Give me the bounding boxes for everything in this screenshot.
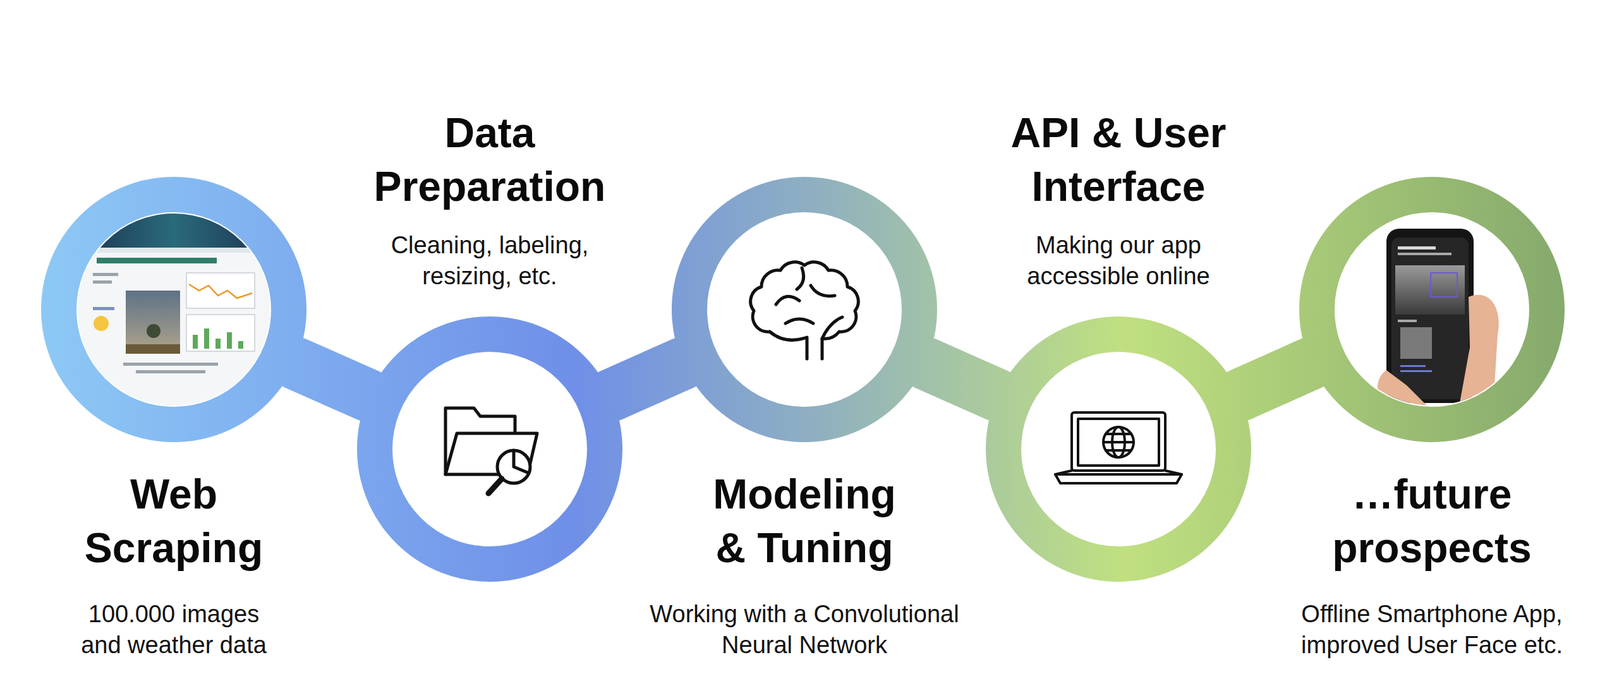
band-connector	[1239, 363, 1311, 395]
screen-line	[1400, 370, 1432, 373]
ring	[374, 334, 605, 565]
process-circle: Web Scraping100.000 images and weather d…	[41, 176, 307, 443]
step-heading: …future prospects	[1299, 467, 1565, 576]
text-line	[92, 307, 115, 311]
chart-bar	[215, 338, 221, 349]
screen-line	[1397, 246, 1436, 250]
sun-icon	[93, 315, 109, 332]
photo	[125, 290, 181, 354]
chart-bar	[204, 328, 210, 349]
globe-parallel	[1105, 432, 1132, 436]
step-heading: API & User Interface	[985, 106, 1252, 214]
process-circle: Data PreparationCleaning, labeling, resi…	[357, 316, 623, 582]
brain-fold	[775, 296, 800, 305]
text-line	[92, 272, 119, 277]
selection-box	[1430, 272, 1458, 297]
step-heading: Web Scraping	[41, 467, 307, 576]
chart	[186, 272, 255, 309]
photo-tree	[146, 324, 161, 339]
label-group: Web Scraping 100.000 images and weather d…	[0, 467, 364, 661]
magnifier-pie	[513, 450, 529, 474]
laptop-screen	[1078, 418, 1159, 466]
screen-image	[1400, 327, 1432, 359]
ring	[689, 194, 920, 425]
step-description: Working with a Convolutional Neural Netw…	[621, 599, 988, 661]
ring	[58, 194, 289, 425]
text-line	[123, 362, 219, 366]
ring	[1003, 334, 1234, 565]
globe	[1103, 427, 1134, 458]
step-description: Cleaning, labeling, resizing, etc.	[369, 230, 610, 292]
screenshot-clip	[72, 208, 275, 411]
step-description: Making our app accessible online	[1004, 230, 1233, 292]
laptop-icon	[1055, 412, 1182, 484]
phone-clip	[1330, 208, 1534, 418]
website-screenshot	[72, 208, 275, 411]
screen-line	[1397, 319, 1417, 323]
brain-fold	[810, 285, 835, 297]
band-connector	[611, 363, 684, 396]
page-ground	[72, 208, 275, 411]
laptop-base	[1055, 474, 1182, 484]
step-heading: Data Preparation	[357, 106, 623, 214]
process-circle: API & User InterfaceMaking our app acces…	[985, 316, 1252, 582]
label-group: Data PreparationCleaning, labeling, resi…	[300, 106, 680, 292]
brain-outline	[750, 262, 859, 359]
hand-thumb	[1457, 295, 1499, 418]
page-band	[72, 247, 275, 253]
brain-fold	[785, 319, 814, 324]
chart-bar	[192, 334, 198, 349]
folder-search-icon	[445, 408, 538, 494]
laptop-hinge	[1055, 470, 1072, 475]
screen-line	[1400, 365, 1426, 368]
phone-photo	[1330, 208, 1534, 418]
process-circle: …future prospectsOffline Smartphone App,…	[1299, 176, 1565, 443]
laptop-lid	[1071, 412, 1166, 471]
label-group: API & User InterfaceMaking our app acces…	[928, 106, 1309, 292]
screen-image	[1395, 265, 1465, 315]
globe-equator	[1103, 441, 1134, 444]
page-header	[72, 208, 275, 248]
chart-bar	[238, 341, 244, 349]
chart	[186, 314, 255, 352]
text-line	[92, 280, 112, 284]
phone-screen	[1391, 237, 1469, 400]
laptop-hinge	[1165, 470, 1182, 475]
label-group: Modeling & TuningWorking with a Convolut…	[614, 467, 994, 661]
band-connector	[925, 363, 998, 395]
magnifier-handle	[488, 478, 502, 494]
ring	[1316, 194, 1547, 425]
globe-parallel	[1105, 449, 1132, 452]
screen-line	[1397, 252, 1452, 256]
phone-body	[1386, 228, 1474, 404]
brain-icon	[750, 262, 859, 359]
step-description: 100.000 images and weather data	[60, 599, 288, 661]
chart-line	[188, 284, 253, 299]
photo-ground	[125, 344, 181, 354]
chart-bar	[226, 332, 232, 349]
photo-ground	[1330, 208, 1534, 411]
step-heading: Modeling & Tuning	[671, 467, 938, 576]
band-connector	[295, 363, 369, 396]
brain-fold	[796, 267, 804, 290]
process-circle: Modeling & TuningWorking with a Convolut…	[671, 176, 938, 443]
step-description: Offline Smartphone App, improved User Fa…	[1283, 599, 1581, 661]
text-line	[135, 370, 206, 374]
brain-fold	[822, 317, 843, 339]
label-group: …future prospectsOffline Smartphone App,…	[1242, 467, 1600, 661]
title-line	[96, 257, 217, 264]
hand-fingers	[1377, 370, 1439, 418]
